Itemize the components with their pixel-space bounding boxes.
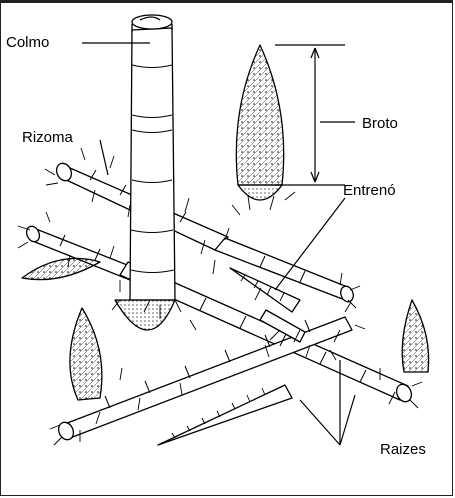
- label-raizes: Raizes: [380, 442, 426, 457]
- label-broto: Broto: [362, 116, 398, 131]
- shoot-upright-right: [402, 300, 428, 372]
- shoot-upright-left: [70, 308, 102, 400]
- culm: [115, 15, 175, 330]
- label-entreno: Entrenó: [343, 183, 396, 198]
- main-shoot: [236, 45, 283, 200]
- label-rizoma: Rizoma: [22, 130, 73, 145]
- label-colmo: Colmo: [6, 35, 49, 50]
- shoot-left: [22, 258, 100, 279]
